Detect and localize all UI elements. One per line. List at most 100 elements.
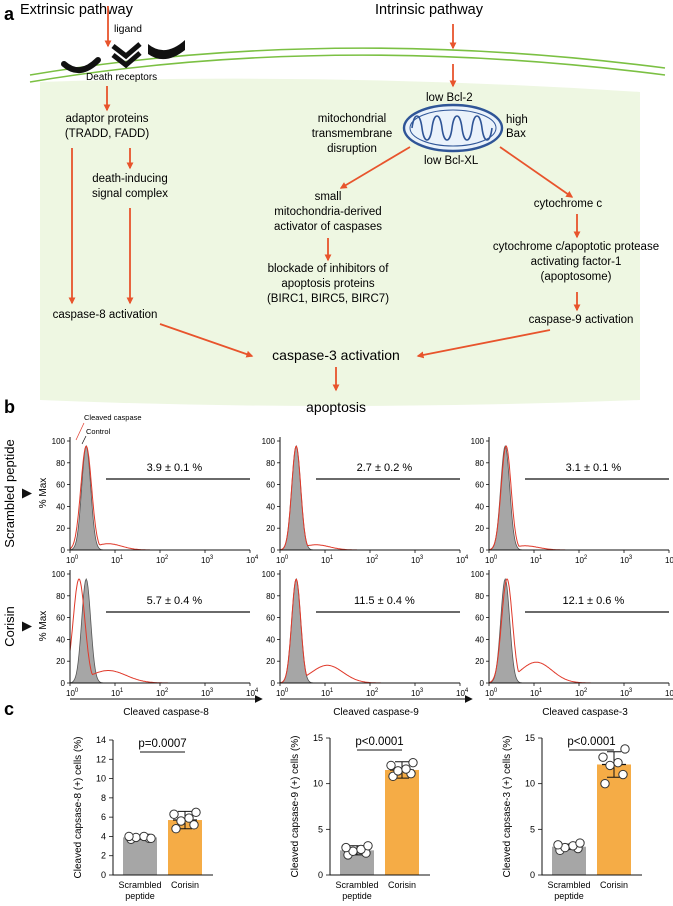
bar-chart: Cleaved capsase-8 (+) cells (%)Scrambled…	[73, 735, 213, 901]
x-tick-label: 104	[665, 688, 673, 698]
x-tick-label: 102	[366, 555, 379, 565]
ligand-label: ligand	[114, 23, 142, 35]
x-axis-label: Cleaved caspase-3	[542, 707, 628, 718]
y-tick-label: 40	[266, 502, 275, 511]
y-tick-label: 80	[56, 592, 65, 601]
high-label: high	[506, 114, 528, 126]
death-receptor-icon	[148, 40, 185, 60]
data-point	[124, 831, 134, 842]
data-point	[341, 842, 351, 853]
row-label-corisin: Corisin	[2, 606, 17, 646]
y-tick-label: 4	[101, 831, 106, 841]
data-point	[613, 757, 623, 768]
data-point	[146, 833, 156, 844]
x-tick-label: 100	[485, 688, 498, 698]
y-axis-label: Cleaved capsase-3 (+) cells (%)	[502, 736, 513, 878]
panel-label-a: a	[4, 4, 15, 24]
y-tick-label: 15	[525, 733, 535, 743]
y-tick-label: 60	[56, 614, 65, 623]
mitochondrion-icon	[402, 103, 504, 153]
y-tick-label: 100	[471, 437, 485, 446]
cell-membrane-outer	[29, 47, 666, 76]
y-tick-label: 60	[475, 481, 484, 490]
y-tick-label: 0	[530, 870, 535, 880]
row-arrow-icon	[22, 488, 32, 499]
x-axis-label: Cleaved caspase-8	[123, 707, 209, 718]
y-axis-label-percent-max: % Max	[38, 611, 49, 642]
cytoplasm-area	[40, 78, 640, 407]
y-tick-label: 0	[101, 870, 106, 880]
x-tick-label: 103	[411, 688, 424, 698]
x-tick-label: 100	[276, 555, 289, 565]
y-tick-label: 14	[96, 735, 106, 745]
y-tick-label: 0	[318, 870, 323, 880]
x-tick-label: 103	[620, 688, 633, 698]
y-tick-label: 20	[56, 657, 65, 666]
x-tick-label: 104	[665, 555, 673, 565]
x-axis-label: Cleaved caspase-9	[333, 707, 419, 718]
cytochrome-c-node: cytochrome c	[534, 198, 603, 210]
data-point	[386, 760, 396, 771]
extrinsic-pathway-title: Extrinsic pathway	[20, 2, 134, 18]
data-point	[176, 816, 186, 826]
positive-percentage-label: 3.9 ± 0.1 %	[147, 462, 203, 474]
y-tick-label: 80	[56, 459, 65, 468]
legend-pointer-cleaved	[75, 422, 85, 441]
histogram-axes	[488, 570, 669, 684]
x-tick-label: 103	[620, 555, 633, 565]
death-receptor-icon	[111, 42, 142, 60]
panel-a-pathway-diagram: a Extrinsic pathway Intrinsic pathway De…	[4, 2, 666, 415]
x-tick-label: 100	[276, 688, 289, 698]
y-tick-label: 80	[475, 459, 484, 468]
bar-scrambled-peptide	[123, 837, 157, 875]
x-tick-label: 101	[111, 555, 124, 565]
category-label: Scrambled	[335, 880, 378, 890]
y-tick-label: 20	[56, 524, 65, 533]
x-tick-label: 101	[111, 688, 124, 698]
category-label: Scrambled	[547, 880, 590, 890]
y-tick-label: 60	[475, 614, 484, 623]
y-tick-label: 60	[266, 481, 275, 490]
intrinsic-pathway-title: Intrinsic pathway	[375, 2, 484, 18]
legend-control: Control	[86, 427, 111, 436]
data-point	[393, 766, 403, 776]
p-value-label: p<0.0001	[567, 736, 615, 748]
data-point	[605, 760, 615, 771]
y-tick-label: 100	[52, 437, 66, 446]
x-tick-label: 103	[201, 555, 214, 565]
category-label: peptide	[342, 891, 372, 901]
y-tick-label: 10	[96, 774, 106, 784]
y-axis-label-percent-max: % Max	[38, 478, 49, 509]
y-tick-label: 80	[475, 592, 484, 601]
low-bclxl-label: low Bcl-XL	[424, 155, 479, 167]
p-value-label: p=0.0007	[138, 738, 186, 750]
x-tick-label: 103	[411, 555, 424, 565]
cell-membrane-inner	[29, 54, 666, 83]
arrow-casp9-to-casp3	[416, 329, 551, 359]
x-tick-label: 102	[575, 555, 588, 565]
y-tick-label: 20	[475, 657, 484, 666]
x-tick-label: 101	[530, 555, 543, 565]
x-tick-label: 104	[456, 688, 469, 698]
x-tick-label: 100	[485, 555, 498, 565]
y-tick-label: 2	[101, 851, 106, 861]
data-point	[401, 764, 411, 774]
y-tick-label: 15	[313, 733, 323, 743]
arrow-casp8-to-casp3	[159, 323, 254, 358]
y-tick-label: 5	[318, 824, 323, 834]
y-tick-label: 100	[262, 437, 276, 446]
y-tick-label: 8	[101, 793, 106, 803]
pathway-arrows	[68, 6, 581, 392]
y-tick-label: 20	[266, 657, 275, 666]
x-tick-label: 102	[156, 555, 169, 565]
p-value-label: p<0.0001	[355, 736, 403, 748]
x-tick-label: 102	[366, 688, 379, 698]
category-label: Corisin	[600, 880, 628, 890]
positive-percentage-label: 12.1 ± 0.6 %	[563, 595, 625, 607]
histogram-axes	[69, 570, 250, 684]
